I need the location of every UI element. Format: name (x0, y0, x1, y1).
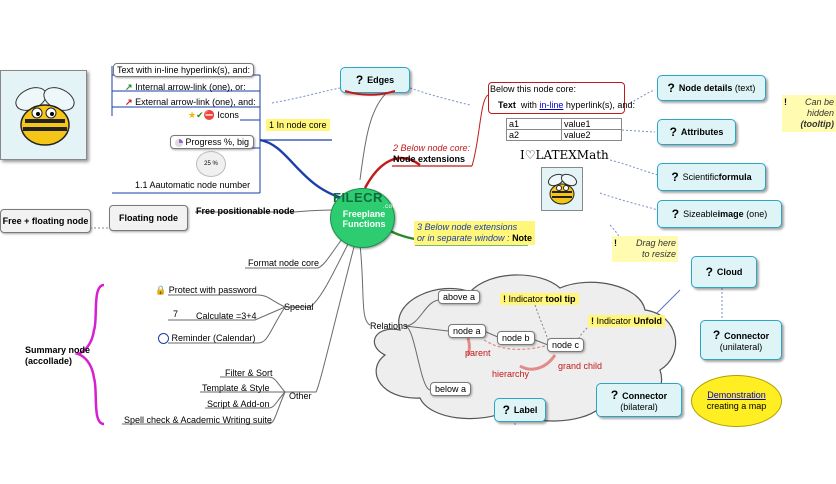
bee-image-small (541, 167, 583, 211)
inline-hyperlink[interactable]: in-line (539, 100, 564, 110)
lock-icon: 🔒 (155, 285, 167, 295)
question-icon: ? (669, 125, 677, 139)
hyperlink-node[interactable]: Text with in-line hyperlink(s), and: (113, 63, 255, 77)
attribute-row: a1 value1 (506, 118, 622, 130)
arrow-icon: ↗ (125, 82, 133, 92)
question-icon: ? (671, 207, 680, 221)
clock-icon (158, 333, 169, 345)
format-node-core[interactable]: Format node core (248, 258, 320, 268)
star-icon: ★ (188, 110, 197, 120)
free-floating-node[interactable]: Free + floating node (0, 209, 91, 233)
hierarchy-label: hierarchy (492, 369, 530, 379)
grand-child-label: grand child (558, 361, 603, 371)
progress-node[interactable]: Progress %, big (170, 135, 255, 149)
node-a[interactable]: node a (448, 324, 486, 338)
attribute-row: a2 value2 (506, 129, 622, 141)
above-a-node[interactable]: above a (438, 290, 481, 304)
special-node[interactable]: Special (284, 302, 314, 312)
connector-unilateral-node[interactable]: ?Connector (unilateral) (700, 320, 782, 360)
connector-bilateral-node[interactable]: ?Connector (bilateral) (596, 383, 682, 417)
autonumber-node[interactable]: 1.1 Aautomatic node number (135, 180, 251, 190)
node-b[interactable]: node b (497, 331, 535, 345)
progress-bubble: 25 % (196, 151, 226, 177)
demonstration-link[interactable]: Demonstration (707, 390, 766, 400)
reminder-node[interactable]: Reminder (Calendar) (158, 333, 256, 345)
edges-red-underline (345, 90, 395, 96)
check-icon: ✔ (196, 110, 204, 120)
other-node[interactable]: Other (289, 391, 312, 401)
latex-formula: I♡LATEXMath (520, 148, 609, 162)
summary-node[interactable]: Summary node (accollade) (25, 345, 91, 366)
node-c[interactable]: node c (547, 338, 585, 352)
progress-pie-icon (175, 138, 183, 147)
relations-node[interactable]: Relations (370, 321, 408, 331)
calculate-node[interactable]: Calculate =3+4 (196, 311, 257, 321)
watermark: FILECR.com (333, 190, 398, 210)
question-icon: ? (610, 388, 619, 402)
label-node[interactable]: ?Label (494, 398, 546, 422)
below-core-label: Below this node core: (490, 84, 577, 94)
question-icon: ? (667, 81, 675, 95)
node-details-node[interactable]: ? Node details (text) (657, 75, 766, 101)
exclamation-icon: ! (784, 97, 787, 107)
exclamation-icon: ! (614, 238, 617, 248)
script-addon-node[interactable]: Script & Add-on (207, 399, 270, 409)
demonstration-node[interactable]: Demonstration creating a map (691, 375, 782, 427)
sizeable-image-node[interactable]: ? Sizeable image (one) (657, 200, 782, 228)
branch2-label[interactable]: 2 Below node core: Node extensions (393, 143, 471, 164)
filter-sort-node[interactable]: Filter & Sort (225, 368, 273, 378)
protect-node[interactable]: 🔒 Protect with password (155, 285, 257, 295)
free-positionable-node[interactable]: Free positionable node (196, 206, 295, 216)
edge-branch1 (259, 138, 351, 202)
stop-icon: ⛔ (203, 110, 215, 120)
template-style-node[interactable]: Template & Style (202, 383, 270, 393)
icons-node[interactable]: ★✔⛔ Icons (188, 110, 239, 120)
external-arrow-node[interactable]: ↗ External arrow-link (one), and: (125, 97, 256, 107)
question-icon: ? (705, 265, 713, 279)
exclamation-icon: ! (591, 316, 594, 326)
question-icon: ? (712, 328, 721, 342)
spell-check-node[interactable]: Spell check & Academic Writing suite (124, 415, 272, 425)
internal-arrow-node[interactable]: ↗ Internal arrow-link (one), or: (125, 82, 246, 92)
node-extensions-box[interactable] (488, 82, 625, 114)
below-a-node[interactable]: below a (430, 382, 472, 396)
indicator-unfold-node[interactable]: ! Indicator Unfold (588, 315, 666, 327)
question-icon: ? (355, 73, 364, 87)
drag-resize-note[interactable]: ! Drag here to resize (612, 236, 678, 262)
node-text-line: Text with in-line hyperlink(s), and: (498, 100, 635, 110)
edge-edges (359, 89, 391, 181)
edge-branch2 (363, 156, 421, 189)
floating-node[interactable]: Floating node (109, 205, 188, 231)
branch1-label[interactable]: 1 In node core (266, 119, 330, 131)
exclamation-icon: ! (503, 294, 506, 304)
cloud-node[interactable]: ?Cloud (691, 256, 757, 288)
bee-image-large (0, 70, 87, 160)
indicator-tooltip-node[interactable]: ! Indicator tool tip (500, 293, 579, 305)
question-icon: ? (502, 403, 510, 417)
question-icon: ? (671, 170, 679, 184)
arrow-icon: ↗ (125, 97, 133, 107)
attributes-table: a1 value1 a2 value2 (506, 118, 622, 141)
summary-brace (74, 283, 105, 426)
root-node[interactable] (330, 188, 395, 248)
attributes-node[interactable]: ?Attributes (657, 119, 736, 145)
tooltip-note[interactable]: ! Can be hidden (tooltip) (782, 95, 836, 132)
branch3-label[interactable]: 3 Below node extensions or in separate w… (414, 221, 536, 245)
calc-value: 7 (173, 309, 179, 319)
edges-node[interactable]: ?Edges (340, 67, 410, 93)
parent-label: parent (465, 348, 491, 358)
scientific-formula-node[interactable]: ? Scientific formula (657, 163, 766, 191)
